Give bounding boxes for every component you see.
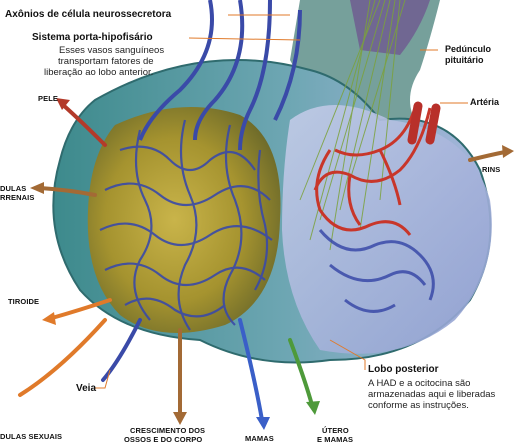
portal-system-desc-1: Esses vasos sanguíneos <box>59 45 164 56</box>
thyroid-label: TIROIDE <box>8 297 39 307</box>
vein-label: Veia <box>76 384 96 394</box>
stalk-label-2: pituitário <box>445 55 484 65</box>
arrow-kidneys-head <box>502 145 514 158</box>
posterior-lobe-title: Lobo posterior <box>368 365 439 375</box>
anterior-lobe <box>88 107 281 333</box>
posterior-lobe-desc-1: A HAD e a ocitocina são <box>368 378 470 389</box>
arrow-vein <box>103 320 140 380</box>
portal-system-desc-3: liberação ao lobo anterior. <box>44 67 153 78</box>
axons-label: Axônios de célula neurossecretora <box>5 10 171 20</box>
posterior-lobe-desc-3: conforme as instruções. <box>368 400 469 411</box>
uterus-label-2: E MAMAS <box>317 435 353 445</box>
stalk-label-1: Pedúnculo <box>445 44 491 54</box>
arrow-uterus-head <box>306 401 320 415</box>
arrow-growth-head <box>173 412 187 425</box>
portal-system-title: Sistema porta-hipofisário <box>32 33 153 43</box>
portal-system-desc-2: transportam fatores de <box>58 56 154 67</box>
breasts-label: MAMAS <box>245 434 274 444</box>
artery-label: Artéria <box>470 97 499 107</box>
growth-label-2: OSSOS E DO CORPO <box>124 435 202 445</box>
kidneys-label: RINS <box>482 165 500 175</box>
skin-label: PELE <box>38 94 58 104</box>
arrow-breasts-head <box>256 417 270 430</box>
sexual-glands-label: DULAS SEXUAIS <box>0 432 62 442</box>
posterior-lobe-desc-2: armazenadas aqui e liberadas <box>368 389 495 400</box>
adrenal-label-2: RRENAIS <box>0 193 34 203</box>
arrow-thyroid-head <box>42 312 56 325</box>
arrow-kidneys <box>470 152 505 160</box>
